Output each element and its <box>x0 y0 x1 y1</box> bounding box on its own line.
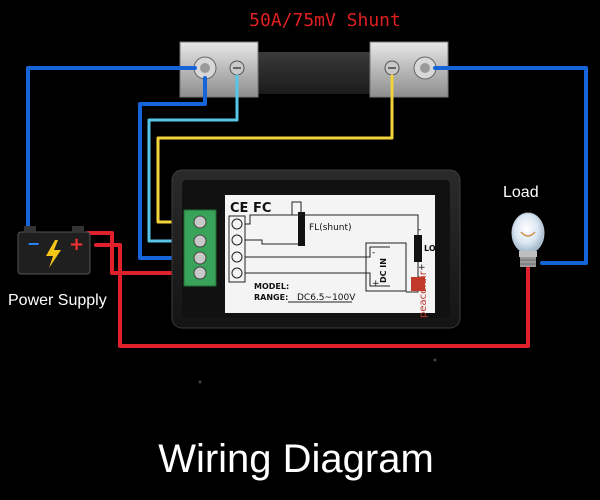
load-label: Load <box>503 184 539 201</box>
load-minus-sign: - <box>418 225 421 235</box>
shunt-symbol <box>298 212 305 246</box>
certification-marks: CE FC <box>230 201 271 216</box>
red-wire-battery-to-load <box>94 243 530 348</box>
panel-terminal-circle <box>231 267 243 279</box>
panel-terminal-outline <box>228 215 246 283</box>
lightning-bolt-icon <box>46 240 61 268</box>
panel-terminal-circle <box>231 234 243 246</box>
bulb-filament <box>520 231 536 237</box>
diagram-title: Wiring Diagram <box>158 437 434 481</box>
decorative-dot <box>433 358 437 362</box>
cyan-wire-sense-left <box>147 74 239 243</box>
dc-in-plus-sign: + <box>372 279 380 289</box>
red-wire-battery-to-meter <box>86 231 202 275</box>
model-label: MODEL: <box>254 282 289 291</box>
panel-terminal-circle <box>231 218 243 230</box>
battery-plus-sign: + <box>69 234 84 255</box>
load-symbol <box>414 235 422 262</box>
shunt-left-bolt-core <box>200 63 210 73</box>
power-supply-label: Power Supply <box>8 292 107 309</box>
range-label: RANGE: <box>254 293 288 302</box>
terminal-screw-3 <box>193 251 207 265</box>
load-terminal-label: LOAD <box>424 244 449 253</box>
blue-wire-shunt-to-meter <box>138 76 207 260</box>
battery-minus-sign: − <box>27 234 40 253</box>
blue-wire-shunt-to-load <box>433 66 588 265</box>
battery: − + <box>17 226 91 275</box>
dc-in-minus-sign: - <box>372 248 375 258</box>
shunt <box>179 41 449 98</box>
load-plus-sign: + <box>418 263 426 273</box>
shunt-resistor-bar <box>252 52 378 94</box>
light-bulb-icon <box>511 212 545 267</box>
shunt-title: 50A/75mV Shunt <box>249 10 401 31</box>
range-value: DC6.5~100V <box>297 293 356 303</box>
recycle-bin-icon <box>291 201 302 216</box>
bulb-base <box>520 257 536 267</box>
decorative-dot <box>198 380 202 384</box>
meter: CE FC FL(shunt) LOAD - + - + DC IN MODEL… <box>171 169 461 329</box>
bulb-base-ring <box>519 251 537 257</box>
blue-wire-battery-to-shunt <box>26 66 197 230</box>
dc-in-label: DC IN <box>379 258 388 283</box>
terminal-screw-4 <box>193 266 207 280</box>
battery-post-minus <box>24 226 36 233</box>
shunt-right-bolt-core <box>420 63 430 73</box>
terminal-screw-1 <box>193 215 207 229</box>
brand-logo-icon <box>411 277 425 291</box>
terminal-screw-2 <box>193 234 207 248</box>
battery-post-plus <box>72 226 84 233</box>
wires <box>26 66 588 348</box>
panel-schematic <box>245 214 419 293</box>
bulb-glass <box>511 212 545 254</box>
brand-name: peacefair <box>418 270 429 318</box>
shunt-terminal-label: FL(shunt) <box>309 223 352 233</box>
panel-terminal-circle <box>231 251 243 263</box>
